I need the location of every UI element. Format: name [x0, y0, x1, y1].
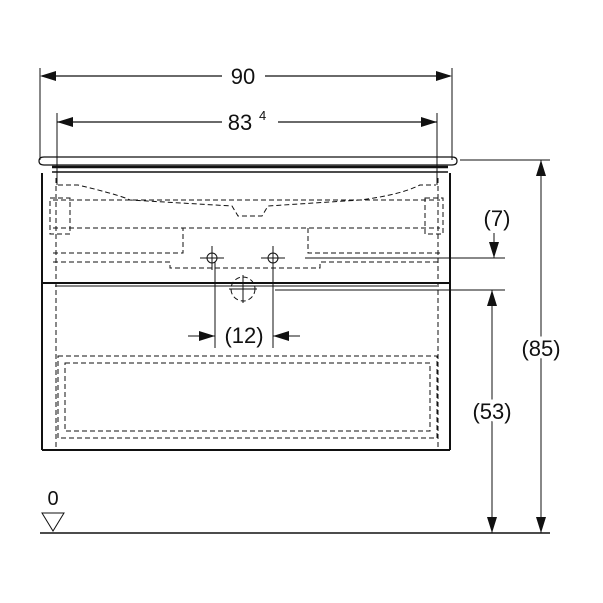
drain-connections — [200, 246, 285, 303]
label-total-height: (85) — [521, 336, 560, 361]
label-drawer-height: (53) — [472, 399, 511, 424]
washbasin-top — [38, 156, 458, 173]
label-overall-width: 90 — [231, 64, 255, 89]
label-drain-spacing: (12) — [224, 323, 263, 348]
dimension-drain-offset — [305, 233, 505, 259]
hidden-basin-outline — [49, 178, 444, 450]
label-drain-offset: (7) — [484, 206, 511, 231]
floor-line — [40, 512, 550, 534]
label-inner-width-sup: 4 — [259, 108, 266, 123]
floor-level-triangle-icon — [41, 512, 65, 532]
dimension-overall-width — [39, 68, 453, 160]
label-floor-level: 0 — [47, 488, 58, 510]
dimension-heights — [275, 159, 550, 533]
label-inner-width: 83 — [228, 110, 252, 135]
dimension-inner-width — [56, 113, 438, 185]
dimension-drain-spacing — [188, 262, 300, 348]
cabinet-body — [41, 173, 451, 451]
